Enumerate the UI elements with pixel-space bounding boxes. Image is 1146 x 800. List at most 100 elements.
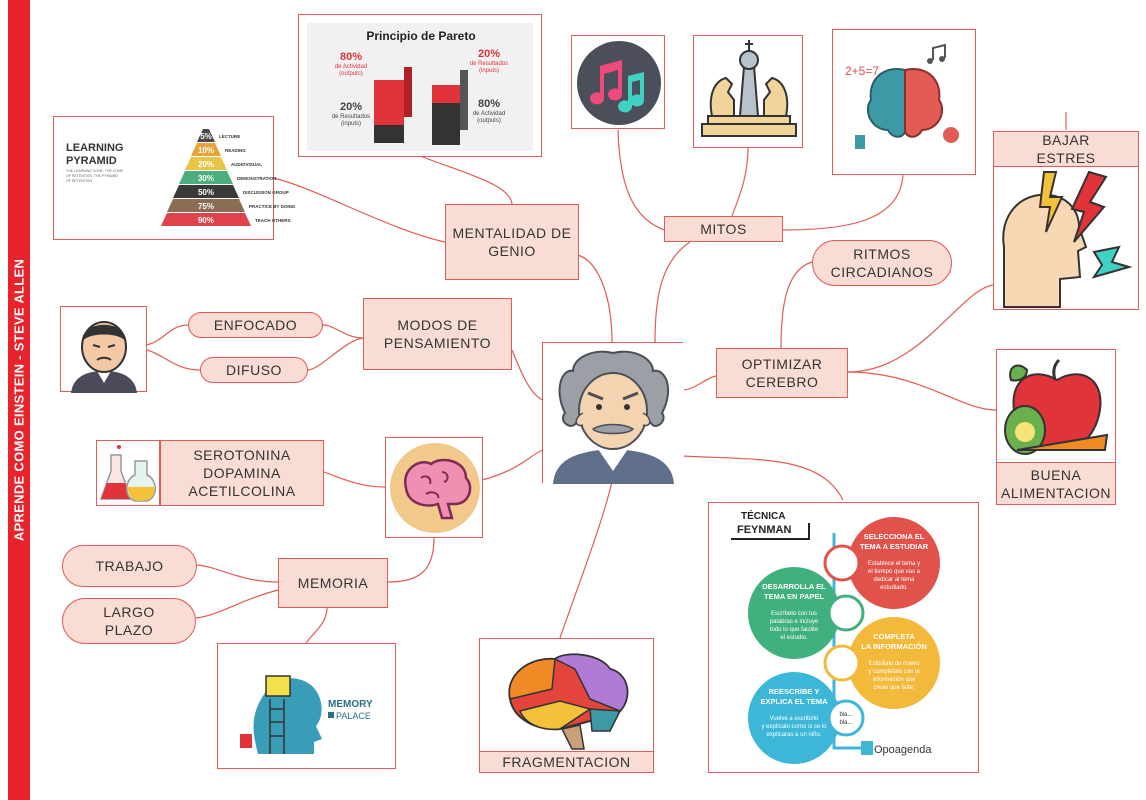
- memory-palace-subtitle: PALACE: [336, 711, 371, 721]
- node-trabajo[interactable]: TRABAJO: [62, 545, 197, 587]
- svg-text:(outputs): (outputs): [339, 71, 363, 77]
- feynman-step-title: SELECCIONA EL: [864, 532, 925, 541]
- pyramid-level: [191, 143, 221, 156]
- pyramid-level-label: PRACTICE BY DOING: [249, 204, 296, 209]
- node-difuso[interactable]: DIFUSO: [200, 357, 308, 383]
- feynman-step-icon: [827, 594, 865, 632]
- music-notes-image: [571, 35, 665, 129]
- learning-pyramid-image: LEARNING PYRAMID THE LEARNING CONE, THE …: [53, 116, 296, 240]
- feynman-step-body: palabras e incluye: [770, 619, 819, 625]
- svg-text:(outputs): (outputs): [477, 118, 501, 124]
- svg-text:(inputs): (inputs): [479, 68, 499, 74]
- colored-brain-icon: [508, 653, 629, 750]
- feynman-step-body: creas que falte.: [873, 685, 914, 691]
- pareto-title: Principio de Pareto: [366, 29, 475, 43]
- pyramid-level-label: DISCUSSION GROUP: [243, 190, 289, 195]
- feynman-brand: Opoagenda: [874, 744, 932, 756]
- pyramid-level-label: AUDIOVISUAL: [231, 162, 262, 167]
- memory-palace-image: MEMORY PALACE: [217, 643, 396, 769]
- pyramid-level: [197, 129, 215, 142]
- pyramid-level: [173, 185, 239, 198]
- feynman-step-title: COMPLETA: [873, 632, 915, 641]
- speech-bubble-text: bla...: [839, 720, 852, 726]
- pyramid-level: [179, 171, 233, 184]
- feynman-step-title: REESCRIBE Y: [769, 687, 820, 696]
- node-mitos[interactable]: MITOS: [664, 216, 783, 242]
- feynman-step-body: dedicar al tema: [873, 577, 915, 583]
- svg-text:80%: 80%: [478, 98, 500, 110]
- feynman-step-body: Escríbelo con tus: [771, 611, 817, 617]
- svg-text:(inputs): (inputs): [341, 121, 361, 127]
- speech-bubble-text: bla...: [839, 712, 852, 718]
- svg-text:OF RETENTION: OF RETENTION: [66, 179, 93, 183]
- feynman-title-1: TÉCNICA: [741, 509, 785, 522]
- feynman-step-body: información que: [873, 677, 916, 683]
- node-memoria[interactable]: MEMORIA: [278, 558, 388, 608]
- feynman-step-icon: [827, 699, 865, 737]
- node-enfocado[interactable]: ENFOCADO: [188, 312, 323, 338]
- brain-hemispheres-image: 2+5=7: [832, 29, 976, 175]
- pyramid-level-label: TEACH OTHERS: [255, 218, 291, 223]
- svg-text:de Actividad: de Actividad: [473, 111, 505, 117]
- chess-image: [693, 35, 803, 148]
- stress-head-icon: [1002, 170, 1133, 308]
- svg-text:PYRAMID: PYRAMID: [66, 155, 117, 167]
- feynman-step-title: TEMA EN PAPEL: [764, 592, 824, 601]
- pyramid-level-pct: 50%: [198, 188, 214, 197]
- fragmentacion-panel: FRAGMENTACION: [479, 638, 654, 773]
- feynman-step-icon: [823, 644, 861, 682]
- sidebar-banner: APRENDE COMO EINSTEIN - STEVE ALLEN: [8, 0, 30, 800]
- feynman-step-circle: [748, 672, 840, 764]
- pyramid-level: [161, 213, 251, 226]
- lab-flasks-image: [96, 440, 160, 506]
- pyramid-level: [185, 157, 227, 170]
- feynman-step-body: el estudio.: [780, 635, 808, 641]
- pyramid-level: [167, 199, 245, 212]
- pyramid-level-pct: 20%: [198, 160, 214, 169]
- node-fragmentacion[interactable]: FRAGMENTACION: [480, 751, 653, 772]
- feynman-step-circle: [848, 617, 940, 709]
- feynman-step-body: explicaras a un niño.: [766, 732, 821, 738]
- feynman-step-title: LA INFORMACIÓN: [861, 642, 927, 651]
- feynman-step-body: Vuelve a escribirlo: [770, 716, 819, 722]
- svg-text:20%: 20%: [478, 48, 500, 60]
- feynman-step-body: Estúdialo de nuevo: [868, 661, 920, 667]
- svg-text:de Resultados: de Resultados: [332, 114, 370, 120]
- healthy-food-icon: [1004, 358, 1109, 455]
- svg-text:20%: 20%: [340, 101, 362, 113]
- feynman-step-circle: [748, 567, 840, 659]
- svg-text:de Resultados: de Resultados: [470, 61, 508, 67]
- pyramid-level-pct: 75%: [198, 202, 214, 211]
- feynman-step-body: y complétalo con la: [868, 669, 920, 675]
- svg-text:de Actividad: de Actividad: [335, 64, 367, 70]
- svg-text:THE LEARNING CONE, THE CONE: THE LEARNING CONE, THE CONE: [66, 169, 124, 173]
- feynman-step-body: y explícalo como si se lo: [761, 724, 827, 730]
- pyramid-level-pct: 10%: [198, 146, 214, 155]
- svg-text:OF RETENTION, THE PYRAMID: OF RETENTION, THE PYRAMID: [66, 174, 118, 178]
- feynman-step-body: estudiado.: [880, 585, 908, 591]
- pyramid-level-pct: 90%: [198, 216, 214, 225]
- feynman-step-title: DESARROLLA EL: [762, 582, 826, 591]
- feynman-step-body: el tiempo que vas a: [868, 569, 921, 575]
- pyramid-level-pct: 5%: [200, 132, 212, 141]
- einstein-avatar: [542, 342, 684, 484]
- svg-text:LEARNING: LEARNING: [66, 142, 123, 154]
- feynman-step-body: todo lo que facilite: [770, 627, 819, 633]
- pyramid-level-label: LECTURE: [219, 134, 240, 139]
- thinking-man-image: [60, 306, 147, 393]
- feynman-step-icon: [823, 544, 861, 582]
- brain-image: [385, 437, 483, 538]
- memory-palace-title: MEMORY: [328, 699, 373, 710]
- feynman-step-title: EXPLICA EL TEMA: [760, 697, 828, 706]
